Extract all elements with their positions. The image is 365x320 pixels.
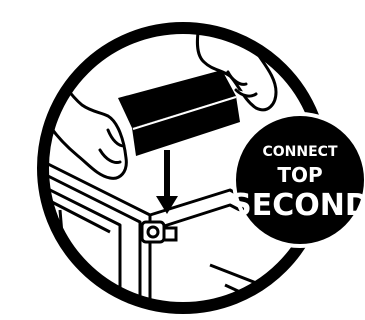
badge-line-1: CONNECT	[263, 144, 338, 160]
connect-top-second-badge: CONNECT TOP SECOND	[230, 114, 365, 246]
badge-line-2: TOP	[277, 163, 322, 187]
badge-line-3: SECOND	[230, 188, 365, 223]
